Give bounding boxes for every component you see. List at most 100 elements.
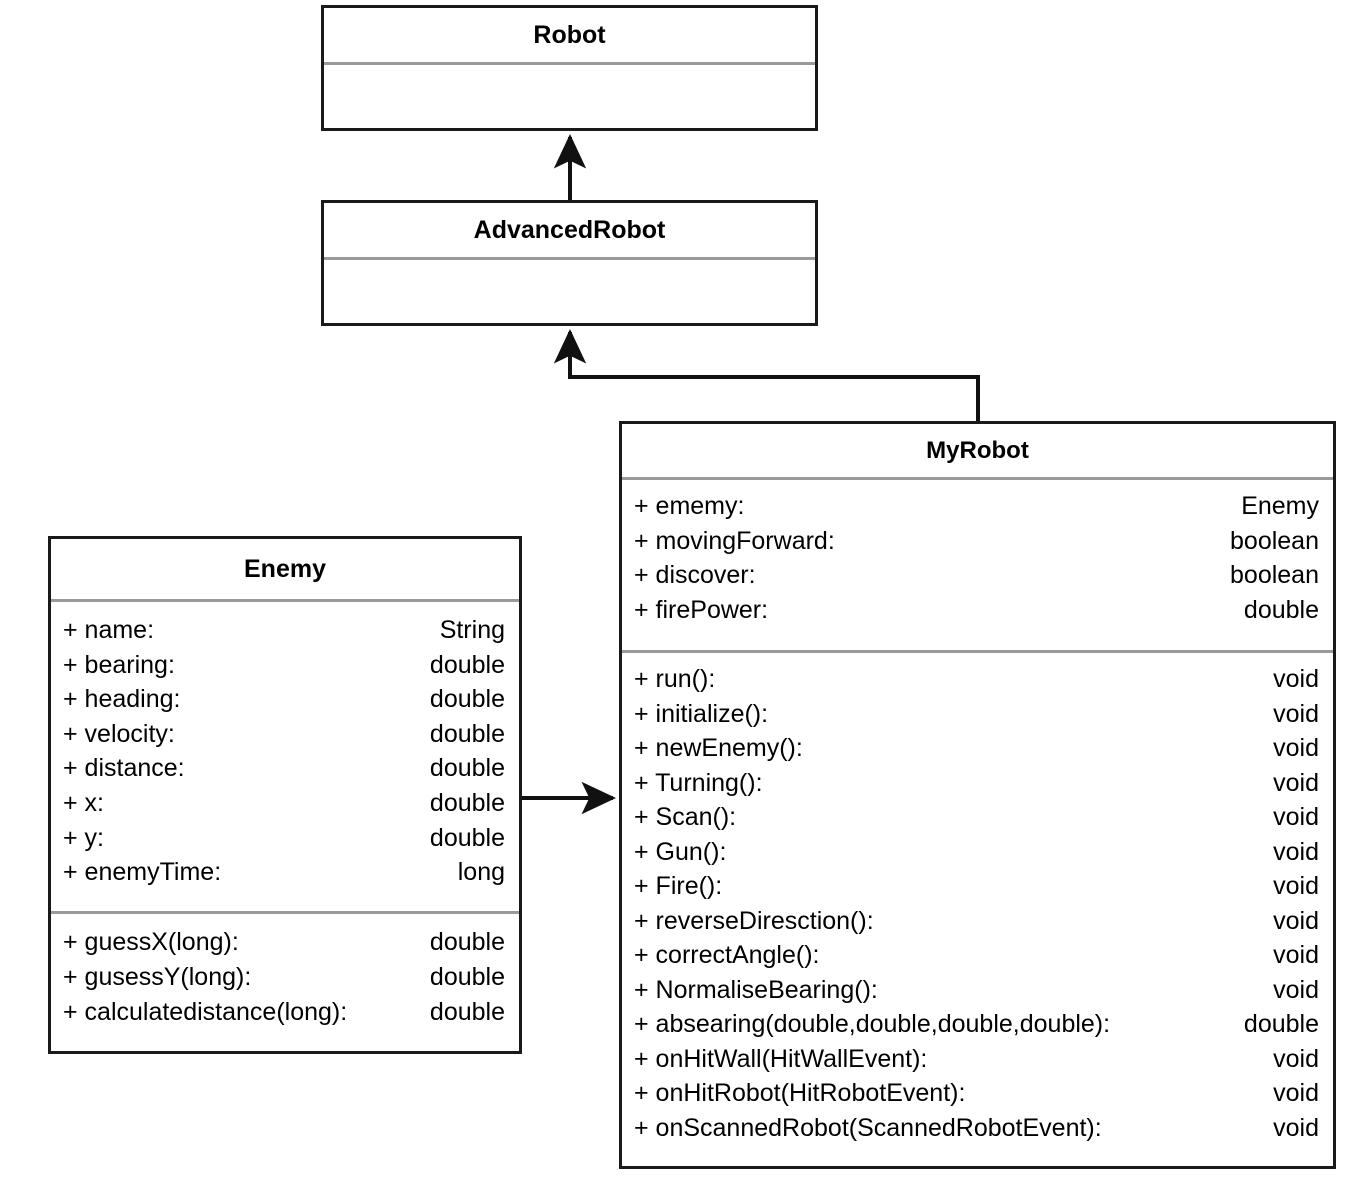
class-body-robot [324, 65, 815, 128]
class-member-row: + x: double [63, 789, 505, 824]
class-member-row: + heading: double [63, 685, 505, 720]
class-member-row: + distance: double [63, 754, 505, 789]
class-title-robot: Robot [324, 8, 815, 65]
member-signature: + ememy: [634, 492, 745, 520]
member-signature: + newEnemy(): [634, 734, 803, 762]
class-box-robot[interactable]: Robot [321, 5, 818, 131]
member-type: void [1273, 906, 1319, 935]
class-title-advancedrobot: AdvancedRobot [324, 203, 815, 260]
member-type: void [1273, 1113, 1319, 1142]
class-member-row: + y: double [63, 824, 505, 859]
member-type: double [1243, 1010, 1319, 1038]
member-type: void [1273, 975, 1319, 1004]
member-signature: + Scan(): [634, 803, 737, 831]
member-signature: + heading: [63, 685, 181, 714]
member-signature: + velocity: [63, 719, 175, 748]
member-type: double [429, 823, 505, 852]
member-signature: + run(): [634, 665, 716, 693]
member-type: double [1243, 595, 1319, 624]
class-member-row: + newEnemy(): void [634, 734, 1319, 769]
member-type: void [1273, 699, 1319, 728]
class-box-enemy[interactable]: Enemy + name:String+ bearing:double+ hea… [48, 536, 522, 1054]
member-signature: + absearing(double,double,double,double)… [634, 1010, 1111, 1038]
class-member-row: + velocity: double [63, 720, 505, 755]
member-signature: + Gun(): [634, 837, 727, 866]
member-signature: + guessX(long): [63, 928, 239, 957]
member-type: double [429, 928, 505, 957]
member-type: void [1273, 734, 1319, 762]
member-signature: + initialize(): [634, 699, 769, 728]
class-body-advancedrobot [324, 260, 815, 323]
member-type: void [1273, 665, 1319, 693]
class-member-row: + onScannedRobot(ScannedRobotEvent): void [634, 1114, 1319, 1149]
member-type: void [1273, 1079, 1319, 1107]
member-type: void [1273, 941, 1319, 969]
class-member-row: + movingForward: boolean [634, 527, 1319, 562]
class-member-row: + run(): void [634, 665, 1319, 700]
class-member-row: + calculatedistance(long): double [63, 998, 505, 1033]
member-type: String [439, 616, 505, 644]
member-signature: + reverseDiresction(): [634, 906, 874, 935]
class-member-row: + guessX(long): double [63, 928, 505, 963]
member-signature: + correctAngle(): [634, 941, 820, 969]
member-signature: + enemyTime: [63, 858, 222, 887]
member-type: void [1273, 872, 1319, 900]
member-type: double [429, 719, 505, 748]
class-title-myrobot: MyRobot [622, 424, 1333, 480]
member-signature: + x: [63, 788, 104, 817]
member-signature: + NormaliseBearing(): [634, 975, 878, 1004]
class-member-row: + gusessY(long): double [63, 963, 505, 998]
member-signature: + movingForward: [634, 526, 835, 555]
member-signature: + Turning(): [634, 768, 763, 797]
class-methods-myrobot: + run():void+ initialize():void+ newEnem… [622, 650, 1333, 1166]
member-signature: + calculatedistance(long): [63, 997, 348, 1026]
member-type: double [429, 685, 505, 714]
member-type: boolean [1230, 561, 1319, 589]
member-signature: + firePower: [634, 595, 769, 624]
class-member-row: + name: String [63, 616, 505, 651]
class-member-row: + NormaliseBearing(): void [634, 976, 1319, 1011]
class-member-row: + absearing(double,double,double,double)… [634, 1010, 1319, 1045]
member-type: double [429, 788, 505, 817]
member-type: double [429, 754, 505, 783]
class-member-row: + initialize(): void [634, 700, 1319, 735]
class-member-row: + onHitWall(HitWallEvent): void [634, 1045, 1319, 1080]
class-member-row: + ememy: Enemy [634, 492, 1319, 527]
class-methods-enemy: + guessX(long): double + gusessY(long): dou… [51, 911, 519, 1051]
member-type: void [1273, 768, 1319, 797]
member-type: boolean [1230, 526, 1319, 555]
member-signature: + onHitRobot(HitRobotEvent): [634, 1079, 966, 1107]
class-member-row: + firePower: double [634, 596, 1319, 631]
class-box-advancedrobot[interactable]: AdvancedRobot [321, 200, 818, 326]
member-signature: + name: [63, 616, 155, 644]
class-attributes-enemy: + name:String+ bearing:double+ heading:d… [51, 602, 519, 911]
member-type: double [429, 963, 505, 992]
class-attributes-myrobot: + ememy:Enemy+ movingForward:boolean+ di… [622, 480, 1333, 650]
class-member-row: + Gun(): void [634, 838, 1319, 873]
class-member-row: + enemyTime: long [63, 858, 505, 893]
member-type: double [429, 650, 505, 679]
class-member-row: + correctAngle(): void [634, 941, 1319, 976]
member-signature: + onHitWall(HitWallEvent): [634, 1044, 928, 1073]
class-title-enemy: Enemy [51, 539, 519, 602]
member-signature: + distance: [63, 754, 185, 783]
member-signature: + onScannedRobot(ScannedRobotEvent): [634, 1113, 1102, 1142]
member-signature: + y: [63, 823, 104, 852]
class-member-row: + onHitRobot(HitRobotEvent): void [634, 1079, 1319, 1114]
member-type: void [1273, 803, 1319, 831]
class-member-row: + reverseDiresction(): void [634, 907, 1319, 942]
member-type: long [457, 858, 505, 887]
class-member-row: + Fire(): void [634, 872, 1319, 907]
member-type: Enemy [1241, 492, 1319, 520]
member-signature: + gusessY(long): [63, 963, 252, 992]
class-member-row: + discover: boolean [634, 561, 1319, 596]
connector-myrobot-to-advancedrobot [553, 329, 980, 421]
member-signature: + Fire(): [634, 872, 723, 900]
class-box-myrobot[interactable]: MyRobot + ememy: Enemy + movingForward: boo… [619, 421, 1336, 1169]
member-signature: + discover: [634, 561, 756, 589]
member-type: double [429, 997, 505, 1026]
member-type: void [1273, 1044, 1319, 1073]
member-type: void [1273, 837, 1319, 866]
class-member-row: + Turning(): void [634, 769, 1319, 804]
